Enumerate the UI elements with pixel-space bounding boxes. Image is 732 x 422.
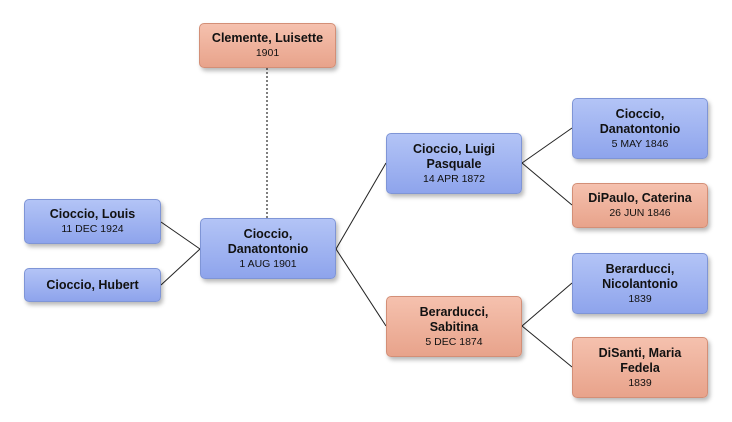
person-date: 14 APR 1872 [423,172,485,185]
parent-link-paternal-grandmother [521,162,573,206]
person-name: Cioccio, Danatontonio [599,106,681,136]
person-name: Cioccio, Hubert [46,277,139,292]
person-card-cioccio-hubert[interactable]: Cioccio, Hubert [24,268,161,302]
person-name: Berarducci, Sabitina [419,304,489,334]
person-card-cioccio-danatontonio-1901[interactable]: Cioccio, Danatontonio 1 AUG 1901 [200,218,336,279]
person-date: 1839 [628,376,652,389]
person-date: 1839 [628,292,652,305]
parent-link-maternal-grandfather [521,282,573,327]
person-date: 1901 [255,47,280,59]
person-name: Berarducci, Nicolantonio [602,261,678,291]
person-date: 26 JUN 1846 [609,207,671,219]
person-date: 5 DEC 1874 [425,335,483,348]
parent-link-father [335,162,387,250]
person-date: 5 MAY 1846 [611,137,669,150]
person-card-clemente-luisette[interactable]: Clemente, Luisette 1901 [199,23,336,68]
person-card-berarducci-sabitina[interactable]: Berarducci, Sabitina 5 DEC 1874 [386,296,522,357]
person-name: Cioccio, Luigi Pasquale [413,141,495,171]
child-link-hubert [160,248,201,286]
person-name: DiPaulo, Caterina [588,191,692,205]
parent-link-paternal-grandfather [521,127,573,164]
person-card-disanti-maria-fedela[interactable]: DiSanti, Maria Fedela 1839 [572,337,708,398]
child-link-louis [160,221,201,250]
person-name: Cioccio, Louis [49,207,136,221]
person-card-berarducci-nicolantonio[interactable]: Berarducci, Nicolantonio 1839 [572,253,708,314]
person-date: 11 DEC 1924 [61,223,124,235]
person-date: 1 AUG 1901 [239,257,297,270]
person-name: Clemente, Luisette [211,31,324,45]
parent-link-maternal-grandmother [521,325,573,368]
person-card-cioccio-danatontonio-1846[interactable]: Cioccio, Danatontonio 5 MAY 1846 [572,98,708,159]
person-name: Cioccio, Danatontonio [227,226,309,256]
person-card-cioccio-luigi-pasquale[interactable]: Cioccio, Luigi Pasquale 14 APR 1872 [386,133,522,194]
person-card-cioccio-louis[interactable]: Cioccio, Louis 11 DEC 1924 [24,199,161,244]
person-card-dipaulo-caterina[interactable]: DiPaulo, Caterina 26 JUN 1846 [572,183,708,228]
person-name: DiSanti, Maria Fedela [598,345,682,375]
parent-link-mother [335,248,387,327]
